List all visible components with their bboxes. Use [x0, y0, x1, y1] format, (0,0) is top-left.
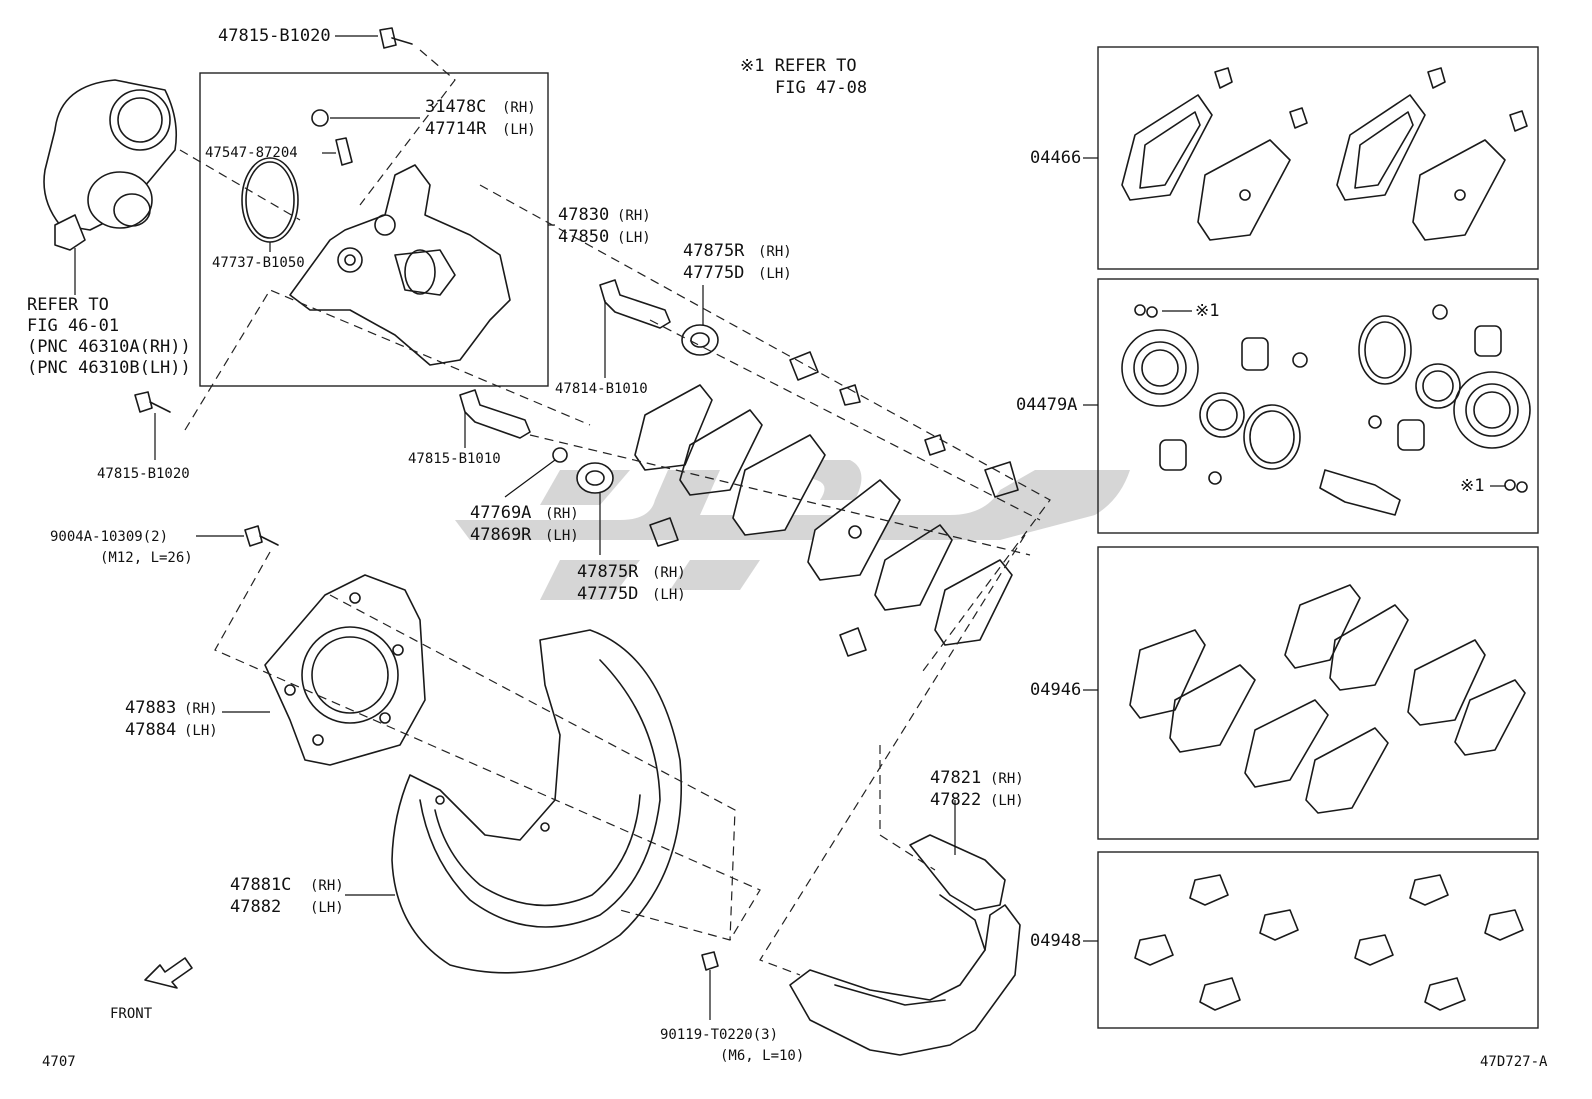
- label-47769a-rh: (RH): [545, 506, 579, 522]
- page-code: 4707: [42, 1054, 76, 1070]
- label-47869r-lh: (LH): [545, 528, 579, 544]
- label-47850-lh: (LH): [617, 230, 651, 246]
- refer-motor-line4: (PNC 46310B(LH)): [27, 358, 191, 378]
- caliper-o-ring: [241, 157, 299, 243]
- ref-mark-2: ※1: [1460, 476, 1484, 496]
- pin-boot-a: [681, 324, 719, 356]
- kit-box-04948: [1097, 851, 1539, 1029]
- kit-label-04479a: 04479A: [1016, 395, 1077, 415]
- front-arrow-icon: [144, 957, 193, 989]
- refer-motor-line3: (PNC 46310A(RH)): [27, 337, 191, 357]
- kit-04479a-seals: [1121, 304, 1531, 516]
- label-31478c: 31478C: [425, 97, 486, 117]
- label-47714r-lh: (LH): [502, 122, 536, 138]
- kit-04466-pads: [1121, 67, 1528, 241]
- label-bolt-left: 47815-B1020: [97, 466, 190, 482]
- label-47881c-rh: (RH): [310, 878, 344, 894]
- refer-note-line2: FIG 47-08: [775, 78, 867, 98]
- label-oring: 47737-B1050: [212, 255, 305, 271]
- figure-code: 47D727-A: [1480, 1054, 1548, 1070]
- assembly-dashed-lines: [179, 49, 1051, 976]
- kit-04946-shims: [1129, 584, 1526, 814]
- label-47882-lh: (LH): [310, 900, 344, 916]
- label-bolt-9004a: 9004A-10309(2): [50, 529, 168, 545]
- label-47850: 47850: [558, 227, 609, 247]
- label-47882: 47882: [230, 897, 281, 917]
- label-47881c: 47881C: [230, 875, 291, 895]
- label-47822-lh: (LH): [990, 793, 1024, 809]
- refer-motor-line2: FIG 46-01: [27, 316, 119, 336]
- label-47775d-b-lh: (LH): [652, 587, 686, 603]
- label-pin-b: 47815-B1010: [408, 451, 501, 467]
- kit-box-04946: [1097, 546, 1539, 840]
- kit-04948-clips: [1134, 874, 1524, 1011]
- label-47775d-a-lh: (LH): [758, 266, 792, 282]
- caliper-assembly-frame: [199, 72, 549, 387]
- label-47822: 47822: [930, 790, 981, 810]
- label-front: FRONT: [110, 1006, 153, 1022]
- label-47875r-b-rh: (RH): [652, 565, 686, 581]
- bolt-left: [134, 391, 171, 413]
- pin-boot-b: [576, 462, 614, 494]
- label-bolt-9004a-spec: (M12, L=26): [100, 550, 193, 566]
- label-screw-90119: 90119-T0220(3): [660, 1027, 778, 1043]
- label-47775d-b: 47775D: [577, 584, 638, 604]
- watermark-logo: [455, 460, 1130, 600]
- label-47830: 47830: [558, 205, 609, 225]
- label-pin-a: 47814-B1010: [555, 381, 648, 397]
- guide-pin-a: [599, 279, 671, 329]
- label-47875r-a-rh: (RH): [758, 244, 792, 260]
- caliper-o-ring-inner: [245, 161, 295, 239]
- label-47821: 47821: [930, 768, 981, 788]
- screw-90119: [701, 951, 719, 971]
- center-pads-shims: [634, 351, 1019, 657]
- label-31478c-rh: (RH): [502, 100, 536, 116]
- label-47875r-a: 47875R: [683, 241, 745, 261]
- caliper-mounting-bracket: [789, 834, 1021, 1056]
- label-47884: 47884: [125, 720, 176, 740]
- backing-plate: [264, 574, 426, 766]
- bleeder-screw: [335, 137, 353, 166]
- label-47714r: 47714R: [425, 119, 487, 139]
- pin-boot-b-inner: [585, 470, 605, 486]
- leader-bushing: [504, 459, 556, 498]
- kit-label-04946: 04946: [1030, 680, 1081, 700]
- refer-motor-line1: REFER TO: [27, 295, 109, 315]
- bleeder-cap: [311, 109, 329, 127]
- dust-shield: [391, 629, 683, 974]
- label-screw-90119-spec: (M6, L=10): [720, 1048, 804, 1064]
- label-bleeder: 47547-87204: [205, 145, 298, 161]
- bolt-top: [379, 27, 413, 49]
- label-47821-rh: (RH): [990, 771, 1024, 787]
- label-47769a: 47769A: [470, 503, 531, 523]
- label-47830-rh: (RH): [617, 208, 651, 224]
- parking-brake-motor: [43, 79, 178, 251]
- kit-box-04479a: [1097, 278, 1539, 534]
- refer-note-line1: ※1 REFER TO: [740, 56, 857, 76]
- bolt-9004a: [244, 525, 279, 547]
- pin-boot-a-inner: [690, 332, 710, 348]
- kit-label-04948: 04948: [1030, 931, 1081, 951]
- bushing: [552, 447, 568, 463]
- caliper-body: [289, 164, 511, 366]
- guide-pin-b: [459, 389, 531, 439]
- label-47883-rh: (RH): [184, 701, 218, 717]
- label-47883: 47883: [125, 698, 176, 718]
- label-47884-lh: (LH): [184, 723, 218, 739]
- ref-mark-1: ※1: [1195, 301, 1219, 321]
- kit-label-04466: 04466: [1030, 148, 1081, 168]
- label-bolt-top: 47815-B1020: [218, 26, 331, 46]
- label-47869r: 47869R: [470, 525, 532, 545]
- label-47775d-a: 47775D: [683, 263, 744, 283]
- label-47875r-b: 47875R: [577, 562, 639, 582]
